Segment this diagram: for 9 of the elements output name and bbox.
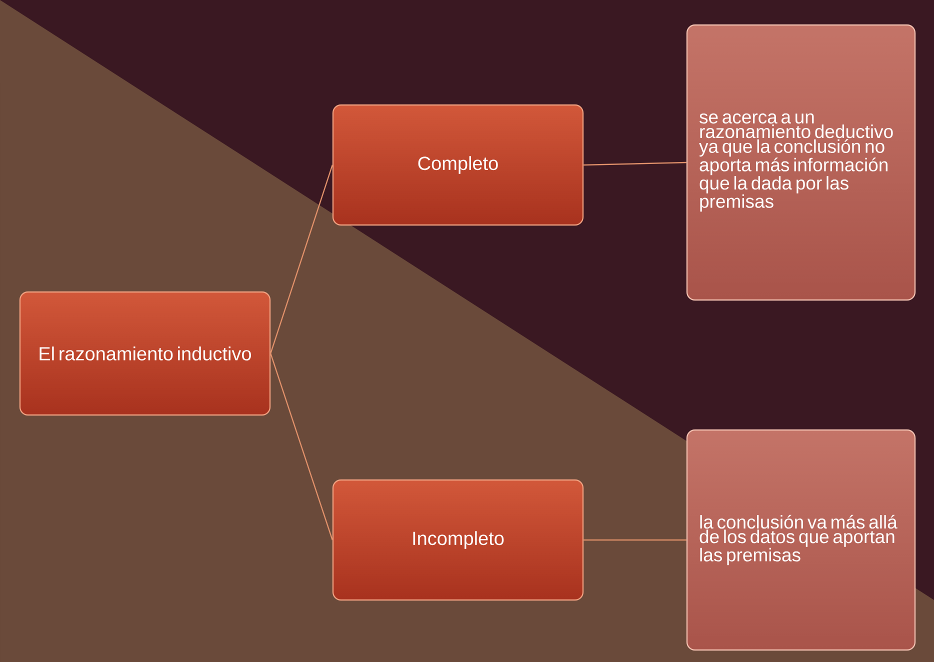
concept-box: Completo (332, 104, 584, 226)
connector-line (584, 539, 686, 541)
description-box: se acerca a un razonamiento deductivo ya que la conclusión no aporta más información que la dada por las premisas (686, 24, 916, 301)
description-box: la conclusión va más allá de los datos que aportan las premisas (686, 429, 916, 651)
connector-line (270, 164, 333, 354)
concept-box: El razonamiento inductivo (19, 291, 271, 416)
connector-line (584, 162, 686, 166)
concept-box: Incompleto (332, 479, 584, 601)
connector-line (270, 353, 333, 540)
